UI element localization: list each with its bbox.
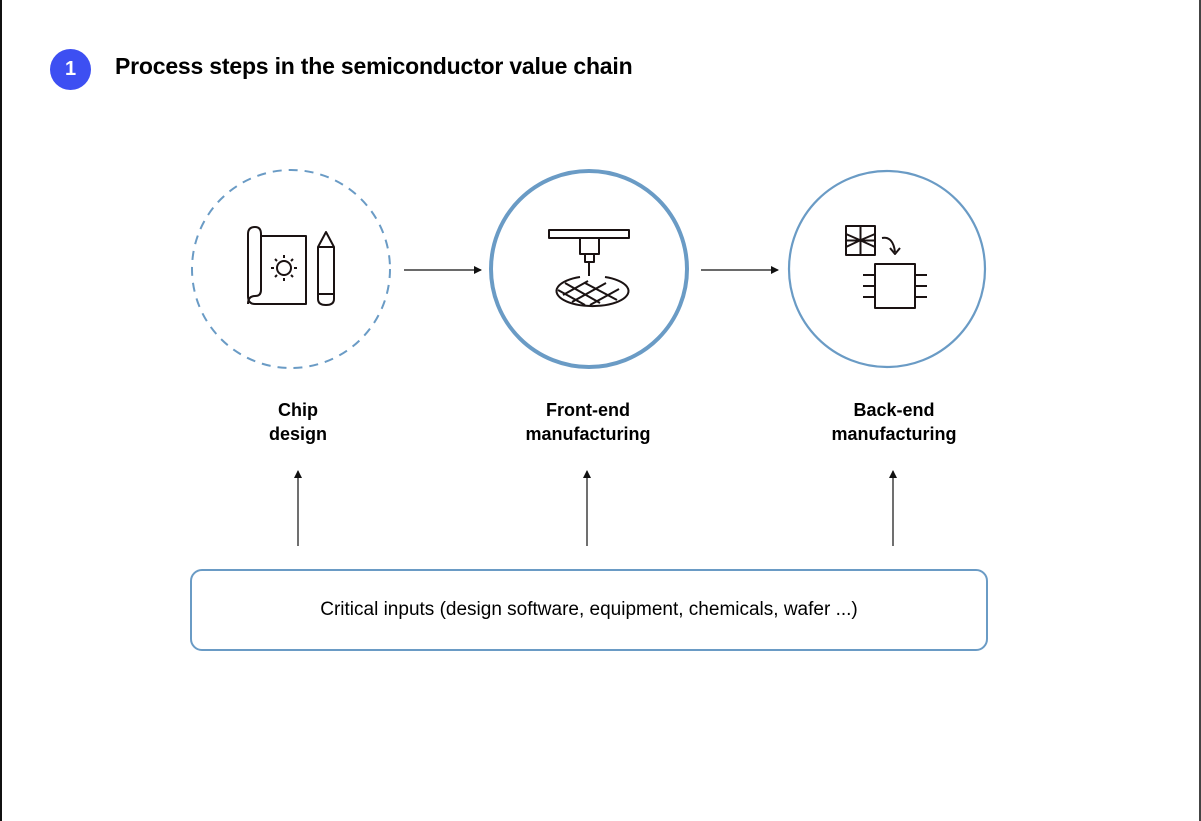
critical-inputs-label: Critical inputs (design software, equipm… [320,599,858,620]
right-border [1199,0,1201,821]
step-label-line: Chip [278,400,318,420]
back-end-circle [787,169,987,369]
step-label-line: Front-end [546,400,630,420]
step-label-line: manufacturing [525,424,651,444]
chip-packaging-icon [845,225,927,309]
critical-inputs-box: Critical inputs (design software, equipm… [190,569,988,651]
step-label-line: manufacturing [831,424,957,444]
left-border [0,0,2,821]
step-number-badge: 1 [50,49,91,90]
blueprint-pencil-icon [247,226,335,306]
chip-design-circle [191,169,391,369]
step-label-front-end: Front-end manufacturing [478,398,698,446]
step-label-back-end: Back-end manufacturing [784,398,1004,446]
step-label-line: Back-end [853,400,935,420]
front-end-circle [489,169,689,369]
wafer-lithography-icon [548,229,630,308]
page-title: Process steps in the semiconductor value… [115,53,633,79]
step-label-line: design [268,424,327,444]
step-label-chip-design: Chip design [188,398,408,446]
